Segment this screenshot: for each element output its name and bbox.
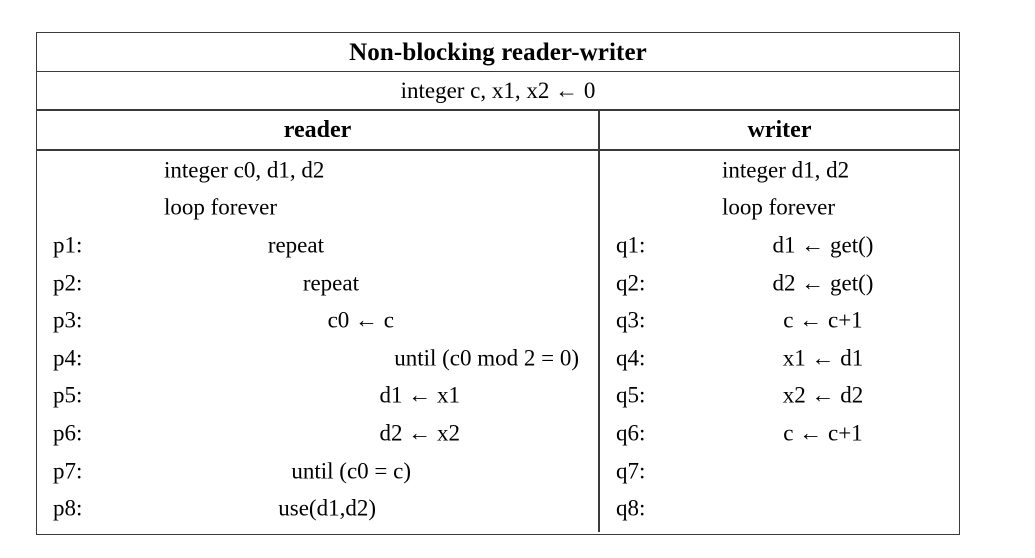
code-line: q5: x2 ← d2 [600,377,959,415]
code-line: q7: [600,452,959,490]
column-header-writer-label: writer [747,117,812,143]
line-label: q5: [616,382,646,408]
code-line: p1: repeat [37,226,598,264]
line-code: integer d1, d2 [722,157,850,183]
table-title: Non-blocking reader-writer [349,38,647,66]
line-code: x2 ← d2 [782,382,864,408]
line-code: repeat [302,270,359,296]
code-line: p3: c0 ← c [37,301,598,339]
line-code: use(d1,d2) [278,495,376,521]
line-code: c ← c+1 [783,420,863,446]
reader-process-column: integer c0, d1, d2 loop forever p1: repe… [37,151,600,532]
line-code: until (c0 mod 2 = 0) [394,345,579,371]
line-label: p5: [53,382,83,408]
line-code: d2 ← x2 [379,420,461,446]
line-code: loop forever [722,194,836,220]
line-label: p1: [53,232,83,258]
line-code: integer c0, d1, d2 [164,157,325,183]
code-line: loop forever [600,189,959,227]
column-header-row: reader writer [37,111,959,151]
line-label: q4: [616,345,646,371]
code-line: q3: c ← c+1 [600,301,959,339]
table-body-row: integer c0, d1, d2 loop forever p1: repe… [37,151,959,532]
column-header-reader: reader [37,111,600,149]
line-label: q3: [616,307,646,333]
line-label: q7: [616,458,646,484]
line-label: p2: [53,270,83,296]
code-line: p4: until (c0 mod 2 = 0) [37,339,598,377]
code-line: p8: use(d1,d2) [37,489,598,527]
line-label: p4: [53,345,83,371]
code-line: p6: d2 ← x2 [37,414,598,452]
code-line: q2: d2 ← get() [600,264,959,302]
code-line: p7: until (c0 = c) [37,452,598,490]
line-label: q8: [616,495,646,521]
line-label: q1: [616,232,646,258]
code-line: integer d1, d2 [600,151,959,189]
line-code: d2 ← get() [772,270,874,296]
table-title-row: Non-blocking reader-writer [37,33,959,72]
code-line: q8: [600,489,959,527]
line-code: repeat [267,232,324,258]
code-line: q4: x1 ← d1 [600,339,959,377]
line-label: q2: [616,270,646,296]
line-label: p6: [53,420,83,446]
line-label: p3: [53,307,83,333]
column-header-writer: writer [600,111,959,149]
line-label: p7: [53,458,83,484]
code-line: integer c0, d1, d2 [37,151,598,189]
line-code: c0 ← c [327,307,394,333]
line-code: until (c0 = c) [291,458,411,484]
line-code: loop forever [164,194,278,220]
code-line: q6: c ← c+1 [600,414,959,452]
code-line: p5: d1 ← x1 [37,377,598,415]
line-label: p8: [53,495,83,521]
line-code: x1 ← d1 [782,345,864,371]
shared-declaration-row: integer c, x1, x2 ← 0 [37,72,959,111]
writer-process-column: integer d1, d2 loop forever q1: d1 ← get… [600,151,959,532]
column-header-reader-label: reader [283,117,352,143]
line-label: q6: [616,420,646,446]
line-code: d1 ← get() [772,232,874,258]
code-line: q1: d1 ← get() [600,226,959,264]
code-line: loop forever [37,189,598,227]
line-code: c ← c+1 [783,307,863,333]
algorithm-table: Non-blocking reader-writer integer c, x1… [36,32,960,535]
shared-declaration-text: integer c, x1, x2 ← 0 [400,78,596,103]
line-code: d1 ← x1 [379,382,461,408]
code-line: p2: repeat [37,264,598,302]
